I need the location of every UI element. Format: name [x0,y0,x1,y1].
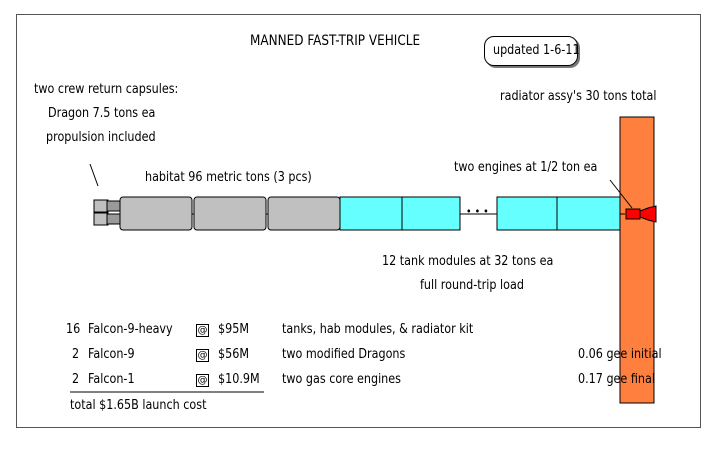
at-symbol: @ [196,349,209,362]
capsules-label-line1: two crew return capsules: [34,82,179,97]
updated-badge: updated 1-6-11 [484,36,580,66]
capsules-label-line2: Dragon 7.5 tons ea [48,106,156,121]
launch-payload: tanks, hab modules, & radiator kit [282,322,474,337]
total-cost: total $1.65B launch cost [70,398,207,413]
launch-price: $10.9M [218,372,260,387]
ellipsis-mark: • • • [466,205,489,218]
launch-payload: two gas core engines [282,372,401,387]
launch-count: 16 [66,322,81,337]
gee-initial: 0.06 gee initial [578,347,662,362]
diagram-frame [16,14,701,428]
capsules-label-line3: propulsion included [46,130,156,145]
at-symbol: @ [196,374,209,387]
launch-count: 2 [72,372,80,387]
capsule-pointer [89,163,99,187]
launch-vehicle: Falcon-1 [88,372,135,387]
engine-pointer [609,179,633,209]
dragon-capsules [93,199,121,226]
gee-final: 0.17 gee final [578,372,655,387]
habitat-modules [119,196,341,231]
tank-modules [339,196,621,231]
at-symbol: @ [196,324,209,337]
diagram-title: MANNED FAST-TRIP VEHICLE [250,33,421,49]
launch-payload: two modified Dragons [282,347,406,362]
launch-price: $95M [218,322,249,337]
launch-vehicle: Falcon-9 [88,347,135,362]
launch-vehicle: Falcon-9-heavy [88,322,173,337]
tanks-label-line2: full round-trip load [420,278,524,293]
launch-price: $56M [218,347,249,362]
radiator-label: radiator assy's 30 tons total [500,89,657,104]
launch-count: 2 [72,347,80,362]
tanks-label-line1: 12 tank modules at 32 tons ea [382,254,554,269]
engines-label: two engines at 1/2 ton ea [454,160,598,175]
engine-icon [625,205,657,223]
radiator-panel [619,116,655,404]
updated-label: updated 1-6-11 [493,43,580,58]
habitat-label: habitat 96 metric tons (3 pcs) [145,170,312,185]
